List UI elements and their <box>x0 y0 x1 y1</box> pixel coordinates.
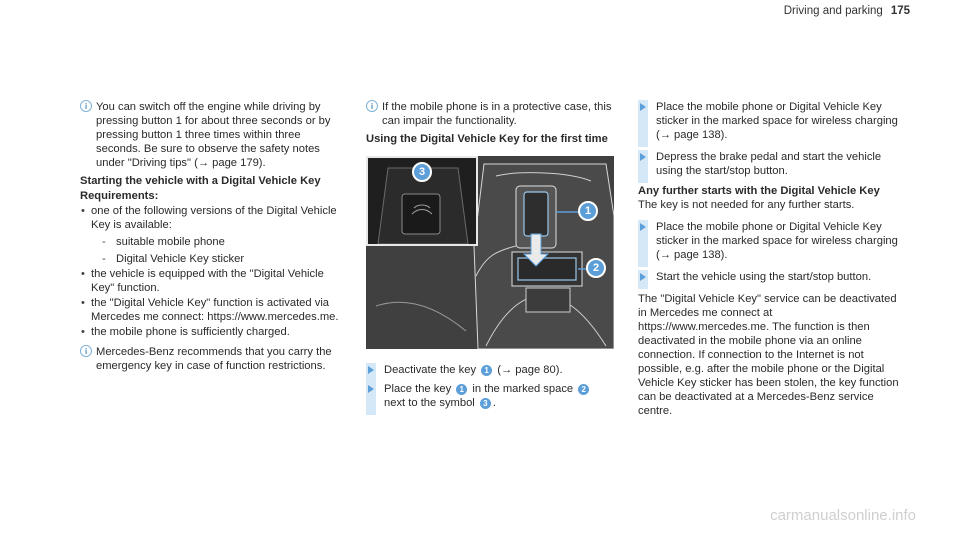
figure-center-console: 3 1 2 <box>366 156 614 349</box>
note-protective-case: i If the mobile phone is in a protective… <box>366 100 628 128</box>
step-place-phone: Place the mobile phone or Digital Vehicl… <box>638 100 900 147</box>
list-item: the mobile phone is sufficiently charged… <box>80 325 342 339</box>
step-bar <box>366 382 376 415</box>
step-text: Place the mobile phone or Digital Vehicl… <box>656 101 898 141</box>
paragraph-deactivation: The "Digital Vehicle Key" service can be… <box>638 293 899 417</box>
note-text: If the mobile phone is in a protective c… <box>382 101 612 127</box>
arrow-right-icon <box>640 223 646 231</box>
step-place-phone-again: Place the mobile phone or Digital Vehicl… <box>638 220 900 267</box>
step-place-key: Place the key 1 in the marked space 2 nex… <box>366 382 628 415</box>
arrow-right-icon <box>640 273 646 281</box>
section-title: Driving and parking <box>783 5 883 17</box>
note-text: You can switch off the engine while driv… <box>96 101 331 169</box>
step-text: Place the key 1 in the marked space 2 nex… <box>384 382 628 410</box>
sub-list: suitable mobile phone Digital Vehicle Ke… <box>91 235 342 266</box>
watermark: carmanualsonline.info <box>770 507 916 524</box>
callout-badge-1: 1 <box>578 201 598 221</box>
step-text-c: next to the symbol <box>384 397 475 409</box>
note-engine-off: i You can switch off the engine while dr… <box>80 100 342 170</box>
inset-illustration <box>377 167 469 245</box>
step-text-a: Deactivate the key <box>384 364 477 376</box>
step-bar <box>638 150 648 183</box>
step-text: Deactivate the key 1 (→ page 80). <box>384 363 628 377</box>
step-text: Place the mobile phone or Digital Vehicl… <box>656 221 898 261</box>
step-text-b: (→ page 80). <box>497 364 563 376</box>
arrow-right-icon <box>368 385 374 393</box>
info-icon: i <box>366 100 378 112</box>
note-emergency-key: i Mercedes-Benz recommends that you carr… <box>80 345 342 373</box>
page-number: 175 <box>890 5 910 17</box>
arrow-right-icon <box>640 103 646 111</box>
list-item: Digital Vehicle Key sticker <box>102 252 342 266</box>
paragraph-no-key: The key is not needed for any further st… <box>638 199 855 211</box>
step-text-d: . <box>492 397 497 409</box>
step-bar <box>638 220 648 267</box>
step-brake-start: Depress the brake pedal and start the ve… <box>638 150 900 183</box>
badge-2: 2 <box>578 384 590 395</box>
callout-badge-2: 2 <box>586 258 606 278</box>
heading-further-starts: Any further starts with the Digital Vehi… <box>638 185 880 197</box>
requirement-text: one of the following versions of the Dig… <box>91 205 337 231</box>
column-2: i If the mobile phone is in a protective… <box>366 100 628 415</box>
callout-badge-3: 3 <box>412 162 432 182</box>
column-3: Place the mobile phone or Digital Vehicl… <box>638 100 900 418</box>
step-text: Start the vehicle using the start/stop b… <box>656 271 872 283</box>
heading-first-use: Using the Digital Vehicle Key for the fi… <box>366 133 608 145</box>
step-text-b: in the marked space <box>472 383 574 395</box>
step-start-vehicle: Start the vehicle using the start/stop b… <box>638 270 900 289</box>
list-item: the vehicle is equipped with the "Digita… <box>80 267 342 295</box>
requirements-list: one of the following versions of the Dig… <box>80 204 342 339</box>
step-deactivate-key: Deactivate the key 1 (→ page 80). <box>366 363 628 382</box>
column-1: i You can switch off the engine while dr… <box>80 100 342 377</box>
list-item: suitable mobile phone <box>102 235 342 249</box>
badge-1: 1 <box>481 365 493 376</box>
page-header: Driving and parking 175 <box>784 4 910 18</box>
step-text-a: Place the key <box>384 383 452 395</box>
note-text: Mercedes-Benz recommends that you carry … <box>96 346 332 372</box>
info-icon: i <box>80 345 92 357</box>
heading-starting-digital-key: Starting the vehicle with a Digital Vehi… <box>80 175 321 187</box>
info-icon: i <box>80 100 92 112</box>
badge-1: 1 <box>456 384 468 395</box>
console-illustration <box>366 156 614 349</box>
step-text: Depress the brake pedal and start the ve… <box>656 151 882 177</box>
arrow-right-icon <box>368 366 374 374</box>
list-item: the "Digital Vehicle Key" function is ac… <box>80 296 342 324</box>
heading-requirements: Requirements: <box>80 190 159 202</box>
list-item: one of the following versions of the Dig… <box>80 204 342 266</box>
arrow-right-icon <box>640 153 646 161</box>
badge-3: 3 <box>479 398 491 409</box>
step-bar <box>638 100 648 147</box>
